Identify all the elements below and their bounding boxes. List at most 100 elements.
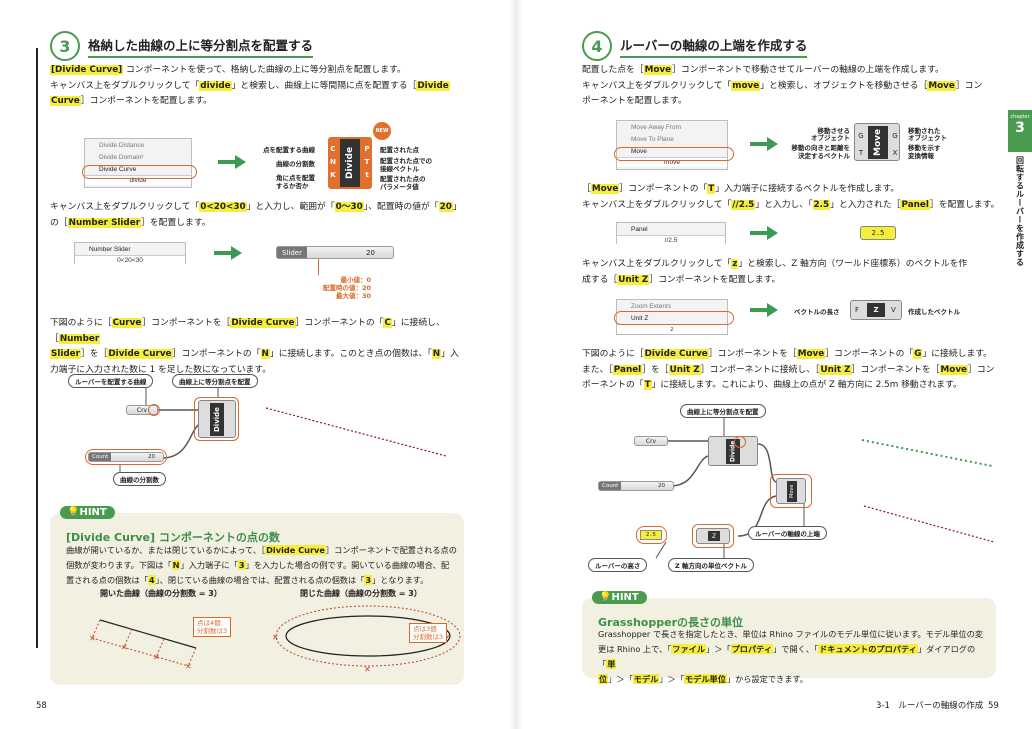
text: ］コンポーネントで移動させてルーバーの軸線の上端を作成します。 bbox=[672, 65, 944, 75]
svg-text:✕: ✕ bbox=[364, 665, 371, 674]
count-slider[interactable]: Count 20 bbox=[598, 481, 674, 491]
callout-curve: ルーバーを配置する曲線 bbox=[68, 374, 154, 388]
unitz-node[interactable]: Z bbox=[696, 528, 730, 544]
port-ref: N bbox=[260, 349, 270, 359]
text: 」 bbox=[452, 202, 462, 212]
search-box[interactable]: 0<20<30 bbox=[75, 255, 185, 265]
chapter-title: 回転するルーバーを作成する bbox=[1015, 156, 1025, 267]
search-box[interactable]: z bbox=[617, 324, 727, 334]
label-in2b: 決定するベクトル bbox=[798, 152, 850, 160]
value: 20 bbox=[438, 202, 453, 212]
port-ref: G bbox=[913, 349, 923, 359]
note-max: 最大値：30 bbox=[336, 292, 372, 300]
paragraph-4: 下図のように［Divide Curve］コンポーネントを［Move］コンポーネン… bbox=[582, 347, 1002, 394]
text: 」から設定できます。 bbox=[726, 674, 808, 684]
divide-node[interactable]: Divide bbox=[708, 436, 758, 466]
menu-item-divide-curve[interactable]: Divide Curve bbox=[99, 165, 137, 173]
port-n[interactable]: N bbox=[330, 158, 336, 166]
port-ref: T bbox=[643, 380, 652, 390]
port-k[interactable]: K bbox=[330, 171, 336, 179]
note-line: 点は3個 bbox=[413, 625, 437, 633]
note-initial: 配置時の値：20 bbox=[323, 284, 372, 292]
move-component[interactable]: G T Move G X bbox=[854, 123, 900, 161]
closed-curve-note: 点は3個分割数は3 bbox=[409, 623, 448, 643]
menu-item[interactable]: Move Away From bbox=[631, 123, 682, 131]
component-ref: Move bbox=[796, 349, 826, 359]
note-line: 分割数は3 bbox=[413, 633, 444, 641]
text: 成する［ bbox=[582, 274, 618, 285]
text: ］コン bbox=[955, 80, 983, 91]
svg-text:✕: ✕ bbox=[185, 662, 192, 671]
value: 3 bbox=[237, 560, 246, 570]
port-x[interactable]: X bbox=[892, 149, 898, 157]
divide-node[interactable]: Divide bbox=[198, 400, 236, 438]
menu-item[interactable]: Divide Distance bbox=[99, 141, 145, 149]
divide-component[interactable]: C N K Divide P T t bbox=[328, 137, 372, 189]
port-g[interactable]: G bbox=[858, 132, 864, 140]
component-ref: Divide Curve bbox=[265, 545, 326, 555]
svg-text:✕: ✕ bbox=[153, 653, 160, 662]
highlight-box bbox=[692, 524, 734, 548]
component-ref: Slider bbox=[50, 349, 81, 359]
callout-count: 曲線の分割数 bbox=[113, 472, 166, 486]
port-c[interactable]: C bbox=[330, 145, 336, 153]
unitz-component[interactable]: F Z V bbox=[850, 300, 902, 320]
port-g-out[interactable]: G bbox=[892, 132, 898, 140]
label-out3b: パラメータ値 bbox=[380, 183, 419, 191]
paragraph-3: 下図のように［Curve］コンポーネントを［Divide Curve］コンポーネ… bbox=[50, 316, 470, 378]
panel-value: 2.5 bbox=[871, 229, 885, 237]
slider-notes: 最小値：0 配置時の値：20 最大値：30 bbox=[320, 275, 375, 301]
crv-param[interactable]: Crv bbox=[634, 436, 668, 446]
search-term: //2.5 bbox=[731, 199, 756, 210]
label-out2: 配置された点での bbox=[380, 157, 432, 165]
highlight-oval bbox=[85, 449, 167, 465]
port-v[interactable]: V bbox=[891, 306, 896, 314]
search-box[interactable]: move bbox=[617, 157, 727, 167]
label-in: ベクトルの長さ bbox=[794, 308, 840, 316]
menu-item[interactable]: Divide Domain² bbox=[99, 153, 144, 161]
slider-label: Slider bbox=[277, 247, 307, 258]
highlight-oval bbox=[614, 311, 734, 325]
hint-title: Grasshopperの長さの単位 bbox=[598, 616, 743, 629]
menu-item-unit-z[interactable]: Unit Z bbox=[631, 314, 649, 322]
paragraph-1: [Divide Curve] コンポーネントを使って、格納した曲線の上に等分割点… bbox=[50, 63, 470, 110]
highlight-oval bbox=[614, 147, 734, 161]
menu-item[interactable]: Zoom Extents bbox=[631, 302, 672, 310]
count-value: 20 bbox=[148, 454, 155, 460]
connection-diagram bbox=[655, 416, 995, 559]
port-ref: N bbox=[171, 560, 181, 570]
search-box[interactable]: //2.5 bbox=[617, 235, 725, 245]
text: ］コンポーネントを配置します。 bbox=[80, 96, 212, 106]
port-p[interactable]: P bbox=[364, 145, 370, 153]
label-out3: 配置された点の bbox=[380, 175, 426, 183]
port-ref: C bbox=[383, 318, 392, 328]
count-value: 20 bbox=[658, 483, 665, 489]
menu-item[interactable]: Move To Plane bbox=[631, 135, 674, 143]
paragraph-2: キャンバス上をダブルクリックして「0<20<30」と入力し、範囲が「0〜30」、… bbox=[50, 200, 470, 231]
open-curve-caption: 開いた曲線（曲線の分割数 = 3） bbox=[100, 589, 222, 598]
panel-node[interactable]: 2.5 bbox=[640, 530, 662, 540]
value: 2.5 bbox=[812, 199, 831, 210]
component-ref: Curve bbox=[50, 96, 81, 106]
number-slider[interactable]: Slider 20 bbox=[276, 246, 394, 259]
port-t-param[interactable]: t bbox=[365, 171, 369, 179]
search-box[interactable]: divide bbox=[85, 175, 191, 185]
search-term: 0<20<30 bbox=[199, 202, 247, 212]
menu-item-number-slider[interactable]: Number Slider bbox=[89, 245, 131, 253]
port-t[interactable]: T bbox=[364, 158, 370, 166]
port-f[interactable]: F bbox=[855, 306, 860, 314]
paragraph-1: 配置した点を［Move］コンポーネントで移動させてルーバーの軸線の上端を作成しま… bbox=[582, 63, 1002, 110]
node-name: Z bbox=[708, 531, 720, 541]
menu-item-panel[interactable]: Panel bbox=[631, 225, 648, 233]
menu-item-move[interactable]: Move bbox=[631, 147, 647, 155]
panel-component[interactable]: 2.5 bbox=[860, 226, 896, 240]
port-t[interactable]: T bbox=[858, 149, 864, 157]
text: キャンバス上をダブルクリックして「 bbox=[582, 80, 732, 91]
text: 」と検索し、オブジェクトを移動させる［ bbox=[760, 80, 928, 91]
text: 」＞「 bbox=[659, 674, 684, 684]
text: ］コンポーネントに接続し、［ bbox=[700, 364, 820, 375]
slider-value: 20 bbox=[366, 248, 375, 257]
component-ref: Divide Curve bbox=[230, 318, 296, 328]
hint-label: HINT bbox=[611, 592, 639, 603]
move-node[interactable]: Move bbox=[776, 478, 806, 504]
